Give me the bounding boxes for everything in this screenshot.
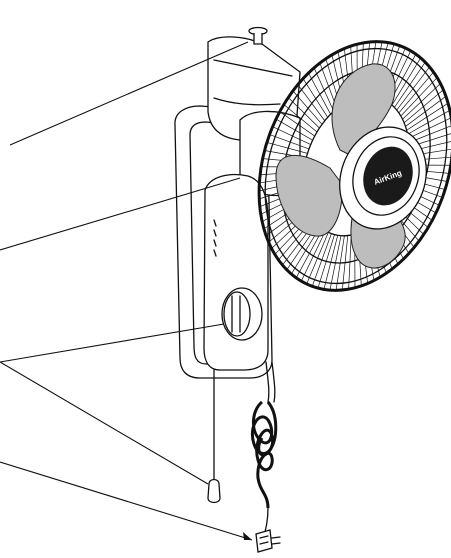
mounting-screw bbox=[248, 26, 268, 45]
guard-spoke bbox=[313, 67, 335, 112]
guard-spoke bbox=[407, 110, 451, 135]
guard-spoke bbox=[300, 230, 326, 282]
guard-spoke bbox=[403, 89, 444, 124]
power-cord bbox=[251, 361, 278, 537]
guard-spoke bbox=[396, 66, 430, 111]
guard-spoke bbox=[272, 126, 311, 145]
guard-spoke bbox=[283, 104, 318, 133]
fan-blade-left bbox=[275, 155, 343, 237]
leader-plug bbox=[0, 461, 253, 541]
power-cord-plug bbox=[255, 529, 281, 553]
guard-spoke bbox=[279, 111, 315, 137]
leader-pull-chain bbox=[0, 361, 209, 485]
guard-spoke bbox=[400, 77, 438, 117]
leader-mounting-screw bbox=[9, 41, 249, 146]
guard-spoke bbox=[323, 235, 339, 290]
fan-hub: AirKing bbox=[339, 126, 427, 230]
guard-spoke bbox=[335, 235, 345, 291]
guard-spoke bbox=[408, 117, 451, 139]
guard-spoke bbox=[295, 228, 323, 278]
guard-spoke bbox=[391, 57, 421, 106]
guard-spoke bbox=[287, 97, 320, 129]
vent-slits bbox=[213, 219, 217, 257]
leader-fan-guard bbox=[0, 177, 241, 251]
guard-spoke bbox=[329, 235, 342, 291]
pull-chain bbox=[207, 369, 221, 504]
guard-spoke bbox=[297, 84, 326, 121]
leader-speed-knob bbox=[0, 323, 225, 363]
guard-spoke bbox=[306, 232, 329, 285]
guard-spoke bbox=[405, 96, 447, 127]
guard-spoke bbox=[266, 142, 308, 154]
leader-plug-arrowhead bbox=[243, 532, 252, 540]
guard-spoke bbox=[275, 118, 313, 141]
guard-spoke bbox=[292, 90, 323, 125]
guard-spoke bbox=[402, 83, 441, 120]
guard-spoke bbox=[302, 78, 328, 118]
guard-spoke bbox=[394, 62, 426, 108]
guard-spoke bbox=[317, 234, 335, 289]
speed-control-knob bbox=[221, 287, 263, 341]
callout-leaders bbox=[0, 41, 253, 541]
guard-spoke bbox=[348, 235, 352, 290]
guard-spoke bbox=[308, 72, 331, 115]
guard-spoke bbox=[311, 233, 332, 287]
guard-spoke bbox=[341, 235, 349, 291]
guard-spoke bbox=[406, 102, 449, 131]
guard-spoke bbox=[269, 134, 310, 150]
guard-spoke bbox=[398, 71, 434, 114]
